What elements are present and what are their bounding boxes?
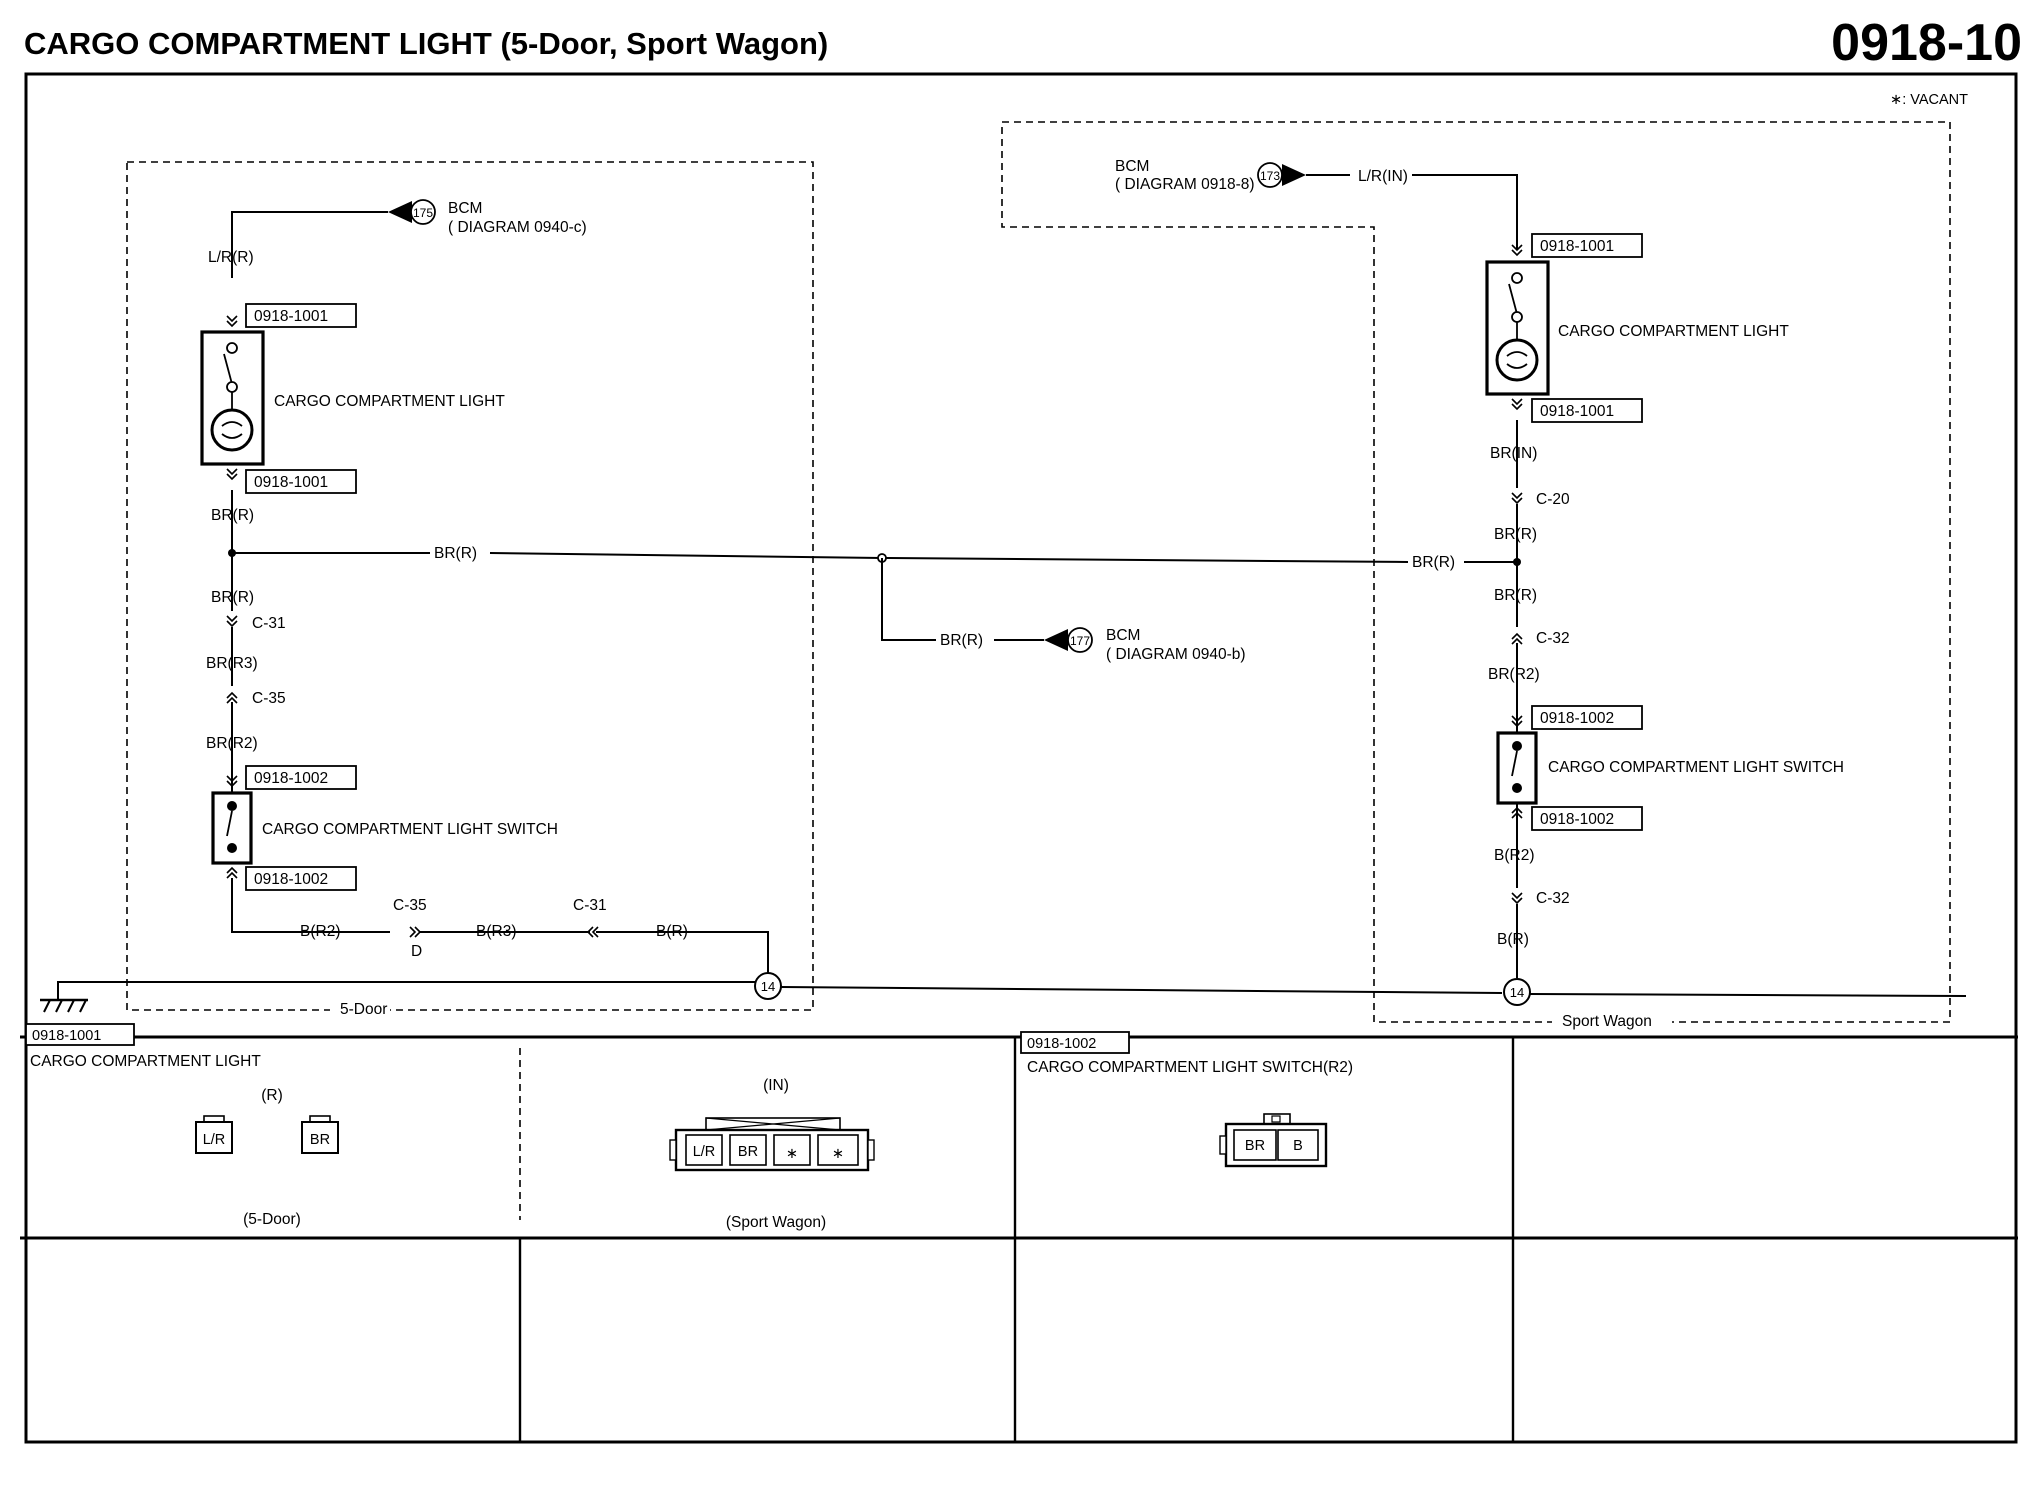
- wagon-caption: (Sport Wagon): [726, 1214, 826, 1231]
- cargo-switch-5door: [211, 791, 253, 865]
- connector-code: 0918-1002: [254, 770, 328, 787]
- cargo-light-label: CARGO COMPARTMENT LIGHT: [1558, 323, 1789, 340]
- connector-code: 0918-1001: [254, 308, 328, 325]
- wire-b-r-label: B(R): [1497, 931, 1529, 948]
- connector-view-title: CARGO COMPARTMENT LIGHT: [30, 1053, 261, 1070]
- five-door-side-label: (R): [261, 1087, 283, 1104]
- wire-br-r2-label: BR(R2): [206, 735, 258, 752]
- connector-code: 0918-1001: [1540, 403, 1614, 420]
- page-frame: [20, 72, 2018, 1444]
- wire-b-r2-label: B(R2): [300, 923, 340, 940]
- switch-connector: [1219, 1113, 1328, 1168]
- connector-c32: C-32: [1536, 630, 1570, 647]
- bcm-177-diagram: ( DIAGRAM 0940-b): [1106, 646, 1246, 663]
- connector-c35-ground: C-35: [393, 897, 427, 914]
- connector-view-title: CARGO COMPARTMENT LIGHT SWITCH(R2): [1027, 1059, 1353, 1076]
- wire-lr-in-label: L/R(IN): [1358, 168, 1408, 185]
- connector-c31: C-31: [252, 615, 286, 632]
- connector-code: 0918-1001: [254, 474, 328, 491]
- wire-br-r2-label: BR(R2): [1488, 666, 1540, 683]
- wire-br-label: BR(R): [211, 589, 254, 606]
- five-door-section: 5-Door 175 BCM ( DIAGRAM 0940-c) L/R(R) …: [126, 161, 814, 1019]
- bcm-175-label: BCM: [448, 200, 482, 217]
- shared-wiring: BR(R) BR(R) BR(R) 177 BCM ( DIAGRAM 0940…: [232, 545, 1517, 663]
- ground-point-ref: 14: [1510, 985, 1524, 1000]
- pin-label: L/R: [693, 1144, 716, 1160]
- connector-code: 0918-1002: [1540, 811, 1614, 828]
- ground-bus: [40, 981, 1967, 1013]
- pin-label: BR: [310, 1132, 330, 1148]
- wire-b-r2-label: B(R2): [1494, 847, 1534, 864]
- connector-c32-ground: C-32: [1536, 890, 1570, 907]
- pin-label: BR: [738, 1144, 758, 1160]
- wagon-light-connector: [669, 1117, 875, 1172]
- bcm-177-ref: 177: [1070, 634, 1090, 648]
- connector-code: 0918-1002: [1540, 710, 1614, 727]
- sport-wagon-boundary: [1001, 121, 1951, 1023]
- connector-c35: C-35: [252, 690, 286, 707]
- pin-label: ∗: [786, 1146, 798, 1162]
- wagon-side-label: (IN): [763, 1077, 789, 1094]
- connector-view-switch: 0918-1002 CARGO COMPARTMENT LIGHT SWITCH…: [1020, 1031, 1353, 1168]
- pin-label: B: [1293, 1138, 1303, 1154]
- vacant-legend: ∗: VACANT: [1890, 92, 1968, 108]
- wire-b-r-label: B(R): [656, 923, 688, 940]
- sport-wagon-area-label: Sport Wagon: [1562, 1013, 1652, 1030]
- bcm-173-ref: 173: [1260, 169, 1280, 183]
- connector-code: 0918-1001: [1540, 238, 1614, 255]
- five-door-area-label: 5-Door: [340, 1001, 387, 1018]
- connector-c31-ground: C-31: [573, 897, 607, 914]
- connector-c20: C-20: [1536, 491, 1570, 508]
- wire-br-r3-label: BR(R3): [206, 655, 258, 672]
- page-number: 0918-10: [1831, 14, 2022, 72]
- cargo-light-label: CARGO COMPARTMENT LIGHT: [274, 393, 505, 410]
- connector-view-code: 0918-1001: [32, 1028, 101, 1044]
- wire-lr-label: L/R(R): [208, 249, 254, 266]
- wire-br-right-label: BR(R): [1412, 554, 1455, 571]
- switch-label: CARGO COMPARTMENT LIGHT SWITCH: [1548, 759, 1844, 776]
- five-door-caption: (5-Door): [243, 1211, 301, 1228]
- bcm-177-label: BCM: [1106, 627, 1140, 644]
- connector-c35-pin: D: [411, 943, 422, 960]
- cargo-light-5door: [200, 330, 265, 466]
- five-door-boundary: [126, 161, 814, 1011]
- wire-br-bcm-label: BR(R): [940, 632, 983, 649]
- ground-point-ref: 14: [761, 979, 775, 994]
- pin-label: BR: [1245, 1138, 1265, 1154]
- bcm-175-diagram: ( DIAGRAM 0940-c): [448, 219, 587, 236]
- wire-br-label: BR(R): [1494, 587, 1537, 604]
- wire-br-label: BR(R): [1494, 526, 1537, 543]
- connector-view-light: 0918-1001 CARGO COMPARTMENT LIGHT (R) L/…: [25, 1023, 875, 1231]
- page-title: CARGO COMPARTMENT LIGHT (5-Door, Sport W…: [24, 26, 828, 61]
- connector-view-code: 0918-1002: [1027, 1036, 1096, 1052]
- sport-wagon-section: Sport Wagon BCM ( DIAGRAM 0918-8) 173 L/…: [1001, 121, 1951, 1031]
- switch-label: CARGO COMPARTMENT LIGHT SWITCH: [262, 821, 558, 838]
- wire-br-main-label: BR(R): [434, 545, 477, 562]
- connector-code: 0918-1002: [254, 871, 328, 888]
- bcm-173-diagram: ( DIAGRAM 0918-8): [1115, 176, 1255, 193]
- pin-label: L/R: [203, 1132, 226, 1148]
- wire-b-r3-label: B(R3): [476, 923, 516, 940]
- bcm-173-label: BCM: [1115, 158, 1149, 175]
- wire-br-label: BR(R): [211, 507, 254, 524]
- cargo-switch-wagon: [1496, 731, 1538, 805]
- pin-label: ∗: [832, 1146, 844, 1162]
- bcm-175-ref: 175: [413, 206, 433, 220]
- wire-br-in-label: BR(IN): [1490, 445, 1537, 462]
- cargo-light-wagon: [1485, 260, 1550, 396]
